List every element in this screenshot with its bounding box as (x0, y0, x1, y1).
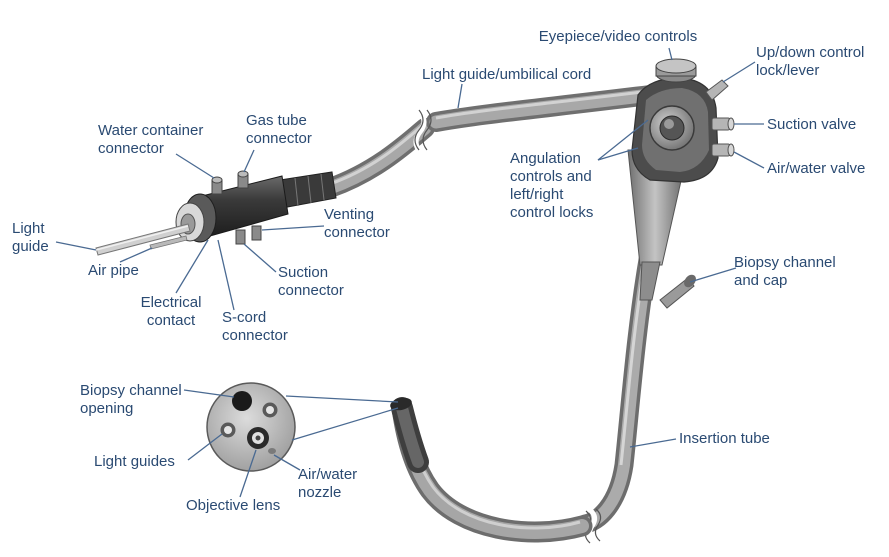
label-biopsy-channel-opening: Biopsy channel opening (80, 382, 200, 418)
label-air-water-valve: Air/water valve (767, 160, 885, 178)
label-air-water-nozzle: Air/water nozzle (298, 466, 378, 502)
label-water-container-connector: Water container connector (98, 122, 238, 158)
label-suction-connector: Suction connector (278, 264, 368, 300)
label-light-guides: Light guides (94, 453, 194, 471)
label-insertion-tube: Insertion tube (679, 430, 789, 448)
label-light-guide-umbilical-cord: Light guide/umbilical cord (422, 66, 632, 84)
distal-tip-face (207, 383, 398, 471)
insertion-tube (389, 260, 648, 543)
label-gas-tube-connector: Gas tube connector (246, 112, 336, 148)
label-eyepiece: Eyepiece/video controls (520, 28, 716, 46)
light-guide-connector (96, 171, 336, 255)
label-objective-lens: Objective lens (186, 497, 296, 515)
label-biopsy-channel-cap: Biopsy channel and cap (734, 254, 874, 290)
label-suction-valve: Suction valve (767, 116, 885, 134)
label-s-cord-connector: S-cord connector (222, 309, 312, 345)
label-venting-connector: Venting connector (324, 206, 414, 242)
label-angulation-controls: Angulation controls and left/right contr… (510, 150, 620, 222)
air-water-nozzle-mark (268, 448, 276, 454)
label-light-guide: Light guide (12, 220, 72, 256)
label-up-down-lever: Up/down control lock/lever (756, 44, 886, 80)
control-head (628, 59, 734, 308)
label-air-pipe: Air pipe (88, 262, 168, 280)
label-electrical-contact: Electrical contact (126, 294, 216, 330)
biopsy-channel-opening-mark (232, 391, 252, 411)
